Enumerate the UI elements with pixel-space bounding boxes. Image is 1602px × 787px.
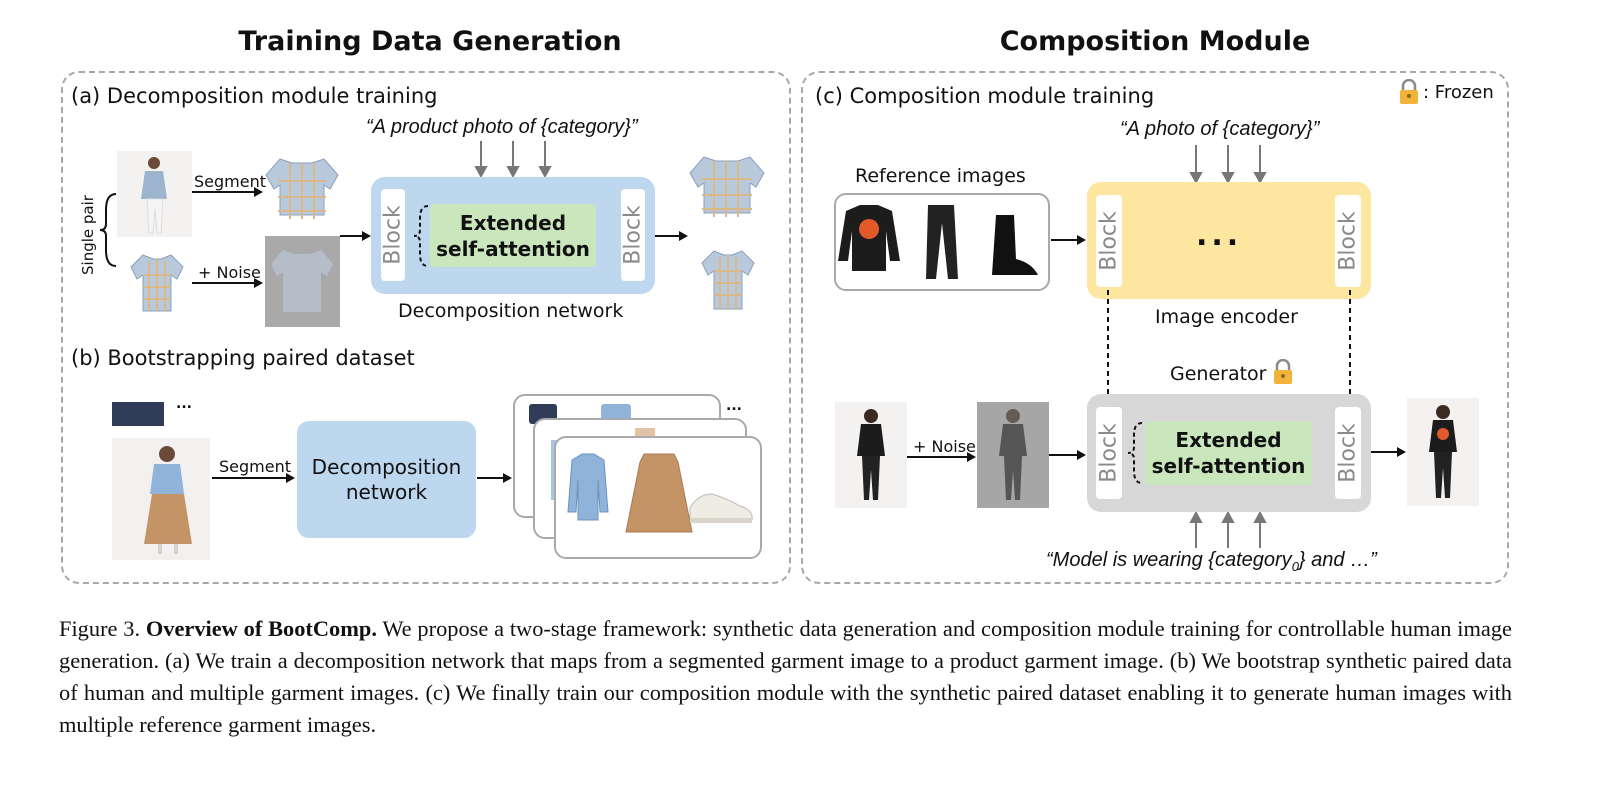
training-data-panel (61, 71, 791, 584)
caption-text: We propose a two-stage framework: synthe… (59, 616, 1512, 737)
reference-garments (838, 205, 1038, 279)
panel-c-prompt: “A photo of {category}” (1120, 118, 1320, 140)
dots-b-left: ... (176, 396, 192, 412)
attention-brace-c (1127, 422, 1143, 484)
shirt-icon (701, 250, 755, 310)
reference-images-box (834, 193, 1050, 291)
prompt-arrows-a (474, 141, 552, 177)
garment-card-front (554, 436, 762, 559)
arrow-to-garments-b (477, 473, 512, 483)
panel-a-title: (a) Decomposition module training (71, 84, 438, 108)
header-training-data-generation: Training Data Generation (238, 26, 622, 57)
output-segmented-shirt (688, 151, 766, 227)
block-left-a: Block (381, 189, 406, 281)
block-left-encoder: Block (1096, 195, 1122, 287)
back-model-photo (112, 402, 164, 426)
figure-caption: Figure 3. Overview of BootComp. We propo… (59, 613, 1512, 741)
person-icon (144, 446, 192, 554)
noised-shirt (265, 236, 340, 327)
decomposition-network-label: Decomposition network (398, 300, 624, 322)
reference-images-label: Reference images (855, 165, 1026, 187)
shirt-icon (130, 254, 184, 312)
noise-label-c: + Noise (913, 437, 976, 456)
arrow-into-network-a (340, 231, 371, 241)
boot-icon (992, 215, 1038, 275)
generator-label: Generator (1170, 363, 1267, 385)
bottom-prompt: “Model is wearing {category0} and …” (1046, 549, 1377, 574)
shirt-icon (689, 156, 765, 217)
segmented-shirt (264, 153, 340, 231)
model-photo-b (112, 438, 210, 560)
pants-icon (926, 205, 958, 279)
pair-brace (99, 193, 117, 267)
noise-arrow-a (192, 278, 263, 288)
dots-b-right: ... (726, 398, 742, 414)
person-icon (1429, 405, 1457, 498)
generated-model-photo (1407, 398, 1479, 506)
lock-icon (1400, 79, 1418, 104)
shirt-icon (271, 250, 333, 312)
caption-title: Overview of BootComp. (145, 616, 377, 641)
frozen-legend: : Frozen (1423, 82, 1494, 103)
figure-number: Figure 3. (59, 616, 141, 641)
blouse-icon (567, 453, 609, 521)
shirt-thumbnail (129, 251, 185, 315)
model-photo-c (835, 402, 907, 508)
output-product-shirt (700, 247, 756, 313)
block-left-generator: Block (1096, 407, 1122, 499)
sweatshirt-icon (838, 205, 900, 271)
block-right-generator: Block (1335, 407, 1361, 499)
header-composition-module: Composition Module (999, 26, 1311, 57)
model-photo-thumbnail (117, 151, 192, 237)
segment-label-a: Segment (194, 172, 266, 191)
attention-brace-a (413, 205, 429, 267)
shirt-icon (265, 158, 339, 219)
image-encoder-label: Image encoder (1155, 306, 1298, 328)
panel-c-title: (c) Composition module training (815, 84, 1155, 108)
arrow-to-encoder (1051, 235, 1086, 245)
encoder-to-generator-arrows (1101, 290, 1357, 408)
image-encoder (1087, 182, 1371, 299)
person-icon (857, 409, 885, 500)
arrow-to-output (1371, 447, 1406, 457)
arrow-out-network-a (655, 231, 688, 241)
segment-arrow-b (212, 473, 295, 483)
prompt-arrows-c (1189, 145, 1267, 183)
person-icon (141, 157, 167, 234)
panel-b-title: (b) Bootstrapping paired dataset (71, 346, 415, 370)
noise-arrow-c (907, 452, 976, 462)
composition-module-panel (801, 71, 1509, 584)
panel-a-prompt: “A product photo of {category}” (366, 116, 638, 138)
arrow-to-generator (1049, 450, 1086, 460)
person-icon (999, 409, 1027, 500)
garment-items (567, 453, 753, 533)
sneaker-icon (689, 493, 753, 523)
skirt-icon (625, 453, 693, 533)
block-right-encoder: Block (1335, 195, 1361, 287)
segment-arrow-a (192, 187, 263, 197)
bottom-prompt-arrows (1189, 512, 1267, 548)
noise-label-a: + Noise (198, 263, 261, 282)
noised-model-photo (977, 402, 1049, 508)
encoder-ellipsis: ... (1196, 218, 1243, 253)
block-right-a: Block (621, 189, 646, 281)
segment-label-b: Segment (219, 457, 291, 476)
generator-lock-icon (1274, 359, 1292, 384)
